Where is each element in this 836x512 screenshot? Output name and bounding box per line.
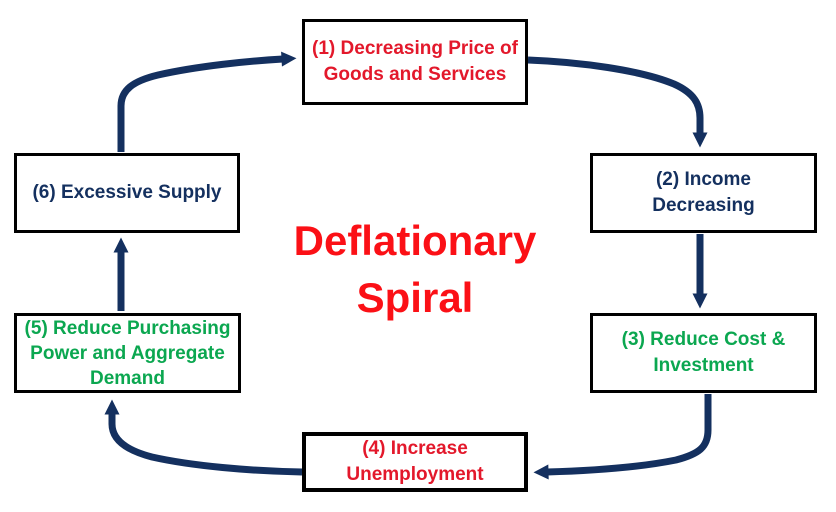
node-2-label: (2) Income Decreasing	[652, 169, 755, 216]
diagram-title: Deflationary Spiral	[293, 217, 537, 321]
arrow-6-to-1	[117, 51, 297, 152]
node-6-label: (6) Excessive Supply	[32, 182, 222, 203]
arrow-4-to-5	[104, 399, 303, 476]
node-3-reduce-cost-investment: (3) Reduce Cost & Investment	[590, 313, 817, 393]
node-4-label: (4) Increase Unemployment	[346, 438, 484, 485]
arrow-3-to-4	[533, 394, 712, 480]
node-1-label: (1) Decreasing Price of Goods and Servic…	[312, 38, 518, 85]
node-1-decreasing-price: (1) Decreasing Price of Goods and Servic…	[302, 19, 528, 105]
node-5-reduce-purchasing-power: (5) Reduce Purchasing Power and Aggregat…	[14, 313, 241, 393]
node-6-excessive-supply: (6) Excessive Supply	[14, 153, 240, 233]
arrow-1-to-2	[527, 56, 708, 148]
node-4-increase-unemployment: (4) Increase Unemployment	[302, 432, 528, 492]
node-5-label: (5) Reduce Purchasing Power and Aggregat…	[24, 317, 231, 389]
node-2-income-decreasing: (2) Income Decreasing	[590, 153, 817, 233]
node-3-label: (3) Reduce Cost & Investment	[621, 329, 786, 376]
